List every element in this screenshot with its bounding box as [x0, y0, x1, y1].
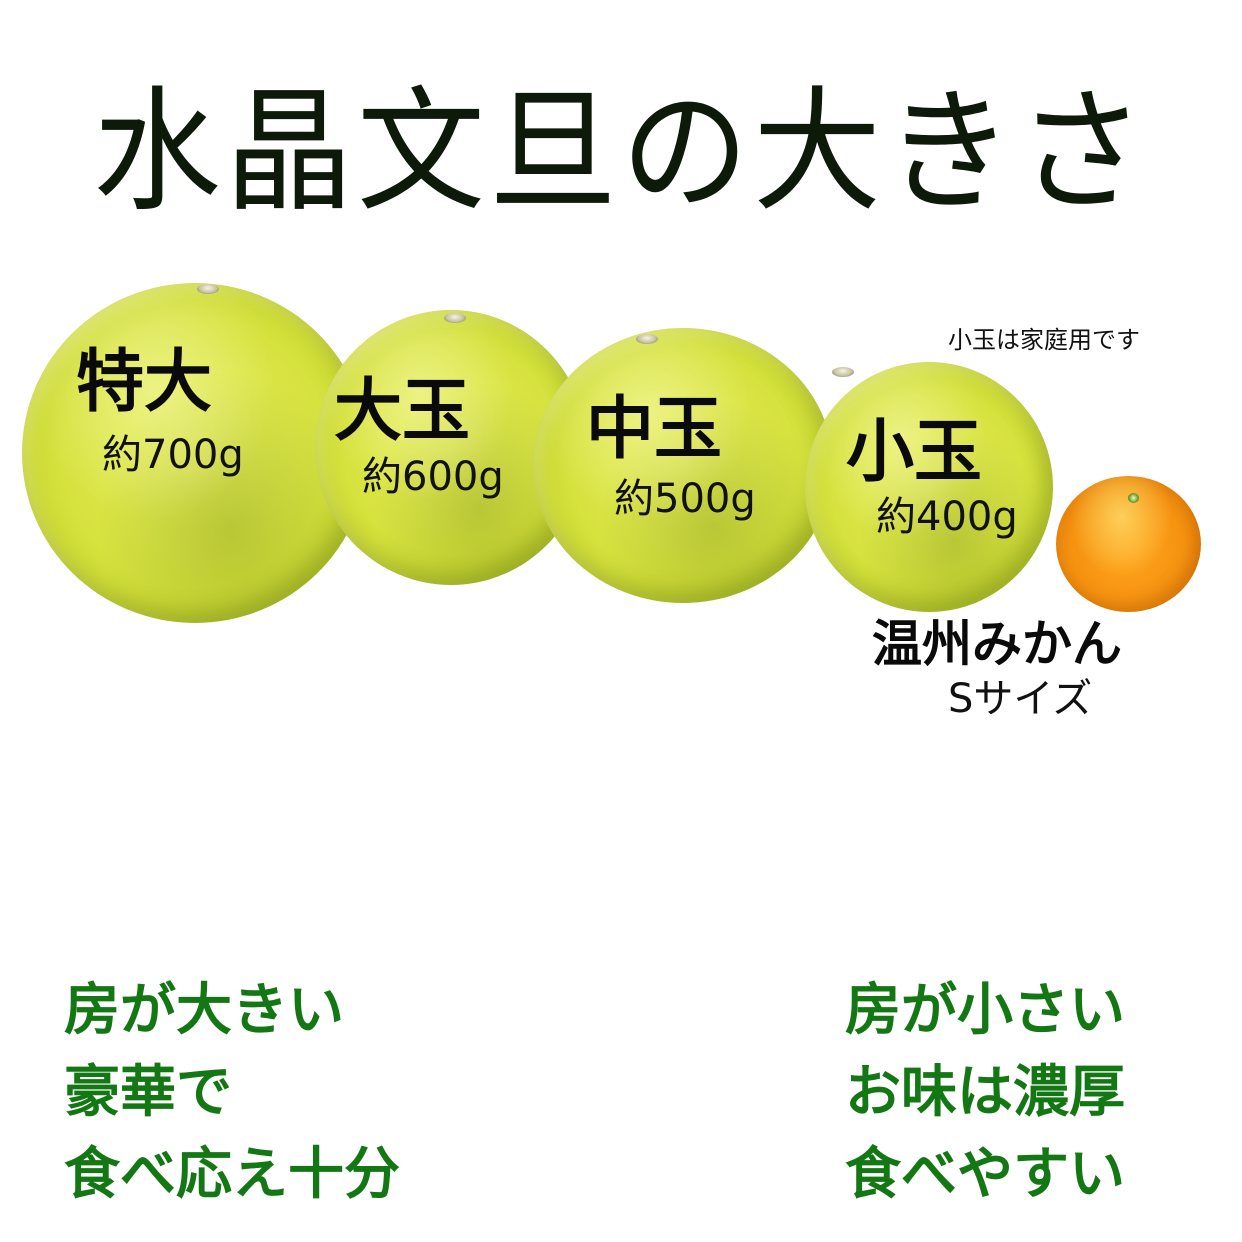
description-line: お味は濃厚 [845, 1060, 1125, 1125]
household-use-note: 小玉は家庭用です [948, 326, 1140, 354]
pomelo-small-image [805, 362, 1053, 612]
weight-label-large: 約600g [362, 454, 504, 500]
weight-label-small: 約400g [876, 494, 1018, 540]
mikan-name-label: 温州みかん [872, 615, 1122, 673]
size-label-medium: 中玉 [586, 390, 723, 469]
size-label-small: 小玉 [846, 413, 983, 492]
pomelo-stem-icon [832, 367, 854, 377]
weight-label-medium: 約500g [614, 476, 756, 522]
description-line: 房が小さい [845, 978, 1125, 1043]
description-line: 食べやすい [845, 1142, 1125, 1207]
description-line: 豪華で [64, 1060, 232, 1125]
pomelo-stem-icon [197, 284, 219, 294]
size-label-extra-large: 特大 [76, 343, 213, 422]
mikan-size-label: Sサイズ [948, 676, 1093, 722]
large-description: 房が大きい 豪華で 食べ応え十分 [64, 970, 400, 1216]
pomelo-stem-icon [444, 313, 466, 323]
pomelo-extra-large-image [22, 283, 368, 623]
description-line: 食べ応え十分 [64, 1142, 400, 1207]
mikan-stem-icon [1128, 493, 1139, 503]
pomelo-stem-icon [636, 334, 658, 344]
pomelo-medium-image [533, 328, 833, 603]
weight-label-extra-large: 約700g [102, 432, 244, 478]
description-line: 房が大きい [64, 978, 344, 1043]
size-label-large: 大玉 [334, 372, 471, 451]
small-description: 房が小さい お味は濃厚 食べやすい [845, 970, 1125, 1216]
page-title: 水晶文旦の大きさ [92, 74, 1149, 231]
